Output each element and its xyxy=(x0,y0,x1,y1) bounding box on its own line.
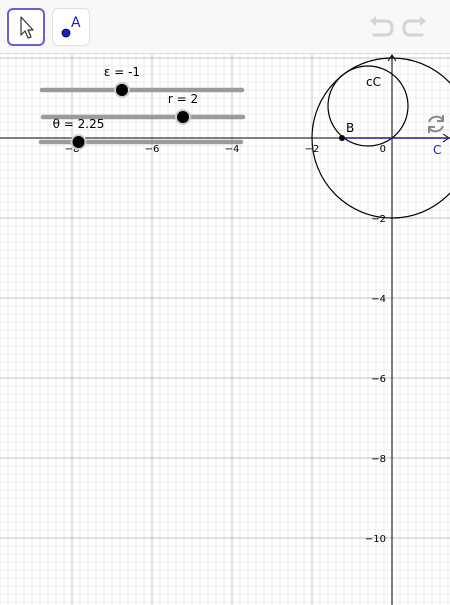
move-tool-button[interactable] xyxy=(7,8,45,46)
grid xyxy=(0,54,450,605)
y-tick-label: −2 xyxy=(371,214,386,225)
y-axis-arrow xyxy=(387,54,397,62)
point-tool-button[interactable]: A xyxy=(52,8,90,46)
slider-handle[interactable] xyxy=(72,136,85,148)
cursor-arrow-icon xyxy=(20,16,34,39)
x-tick-labels: −8 −6 −4 −2 0 xyxy=(65,144,386,155)
slider-label: r = 2 xyxy=(168,92,198,106)
slider-2[interactable]: θ = 2.25 xyxy=(38,117,244,150)
y-tick-label: −4 xyxy=(371,294,386,305)
slider-0[interactable]: ε = -1 xyxy=(39,65,245,98)
redo-icon[interactable] xyxy=(400,12,432,44)
x-tick-label: −4 xyxy=(225,144,240,155)
coordinate-plane[interactable]: −8 −6 −4 −2 0 −2 −4 −6 −8 −10 BcC ε = -1 r = 2 θ =… xyxy=(0,54,450,605)
x-tick-label: 0 xyxy=(380,144,386,155)
point-b[interactable] xyxy=(339,135,345,141)
small-circle[interactable] xyxy=(327,65,409,147)
x-tick-label: −2 xyxy=(305,144,320,155)
undo-icon[interactable] xyxy=(364,12,396,44)
slider-handle[interactable] xyxy=(177,111,189,123)
slider-label: θ = 2.25 xyxy=(53,117,105,131)
slider-handle[interactable] xyxy=(116,84,128,96)
sliders[interactable]: ε = -1 r = 2 θ = 2.25 xyxy=(38,65,246,150)
construction-objects[interactable]: BcC xyxy=(311,57,450,219)
point-icon: A xyxy=(61,15,81,38)
point-tool-label: A xyxy=(71,15,81,31)
point-b-label: B xyxy=(346,121,354,135)
slider-label: ε = -1 xyxy=(104,65,140,79)
slider-1[interactable]: r = 2 xyxy=(40,92,246,125)
toolbar: A xyxy=(0,0,450,54)
x-axis-label: C xyxy=(433,143,441,157)
x-tick-label: −8 xyxy=(65,144,80,155)
small-circle-label: cC xyxy=(366,75,381,89)
large-circle[interactable] xyxy=(311,57,450,219)
y-tick-label: −6 xyxy=(371,374,386,385)
refresh-icon[interactable] xyxy=(424,112,448,136)
y-tick-label: −8 xyxy=(371,454,386,465)
x-tick-label: −6 xyxy=(145,144,160,155)
y-tick-label: −10 xyxy=(365,534,386,545)
y-tick-labels: −2 −4 −6 −8 −10 xyxy=(365,214,386,545)
